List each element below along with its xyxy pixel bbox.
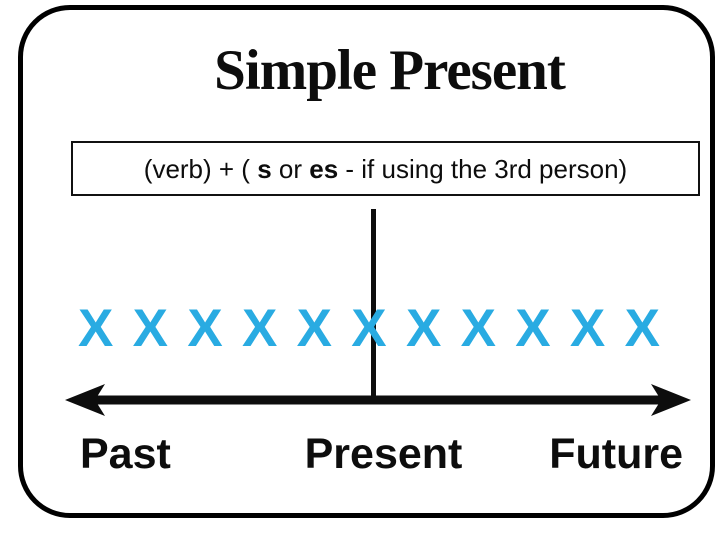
x-mark: X — [569, 299, 606, 358]
formula-bold-segment: es — [309, 153, 339, 184]
x-mark: X — [78, 299, 114, 358]
label-past: Past — [80, 430, 171, 478]
x-mark: X — [187, 299, 223, 358]
timeline-arrowhead-right — [651, 384, 691, 416]
x-mark: X — [624, 299, 660, 358]
diagram-card: Simple Present (verb) + ( s or es - if u… — [18, 5, 715, 518]
page-title: Simple Present — [214, 39, 566, 102]
formula-segment: (verb) + ( — [143, 153, 258, 184]
timeline-arrowhead-left — [65, 384, 105, 416]
label-present: Present — [304, 430, 463, 478]
label-future: Future — [549, 430, 683, 478]
formula-bold-segment: s — [257, 153, 272, 184]
formula-text: (verb) + ( s or es - if using the 3rd pe… — [144, 156, 627, 182]
x-mark: X — [515, 299, 551, 358]
x-mark: X — [132, 299, 169, 358]
present-moment-line — [371, 209, 376, 401]
timeline-labels: Past Present Future — [23, 433, 720, 481]
formula-segment: - if using the 3rd person) — [338, 153, 628, 184]
x-mark: X — [241, 299, 278, 358]
timeline-arrow — [65, 384, 691, 416]
x-mark: X — [351, 299, 387, 358]
x-mark: X — [405, 299, 442, 358]
formula-segment: or — [271, 153, 310, 184]
formula-box: (verb) + ( s or es - if using the 3rd pe… — [71, 141, 700, 196]
x-mark: X — [460, 299, 496, 358]
x-mark: X — [296, 299, 332, 358]
